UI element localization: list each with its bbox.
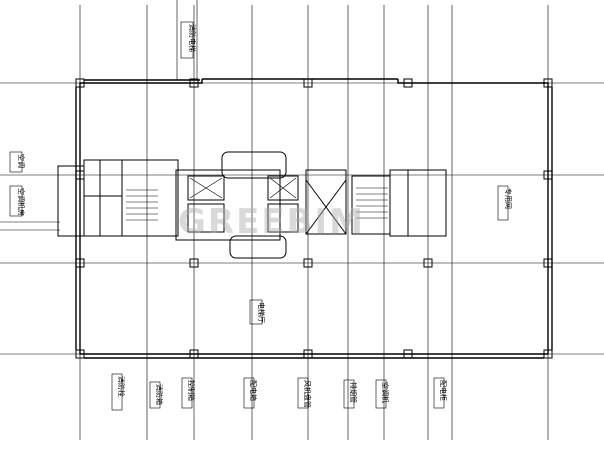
bottom-tag-text: 风机盘管: [303, 380, 312, 408]
right-tag-text: 专用网: [504, 188, 513, 209]
bottom-tag-text: 配电箱: [249, 380, 258, 401]
bottom-tags: [111, 373, 445, 411]
bottom-tag-text: 空调机: [381, 382, 390, 403]
right-tag: [497, 185, 509, 221]
bottom-tag-text: 消防栓: [117, 376, 126, 397]
top-tag-text: 消防电梯: [188, 24, 197, 52]
left-tag-b-text: 空调机房: [17, 188, 26, 216]
service-core: [57, 151, 447, 259]
top-tag: [176, 0, 198, 80]
left-tags: [0, 151, 60, 231]
vertical-grid-lines: [79, 5, 549, 440]
bottom-tag-text: 控制箱: [187, 380, 196, 401]
center-tag: [249, 299, 263, 325]
bottom-tag-text: 排烟管: [349, 382, 358, 403]
bottom-tag-text: 配电柜: [439, 380, 448, 401]
bottom-tag-text: 消防箱: [155, 384, 164, 405]
left-tag-a-text: 空调: [17, 154, 26, 168]
horizontal-grid-lines: [0, 82, 604, 355]
structural-columns: [75, 78, 553, 359]
outer-wall: [75, 78, 553, 359]
center-tag-text: 电梯厅: [257, 302, 266, 323]
stair-treads: [126, 187, 388, 221]
elevator-shafts: [189, 177, 297, 199]
